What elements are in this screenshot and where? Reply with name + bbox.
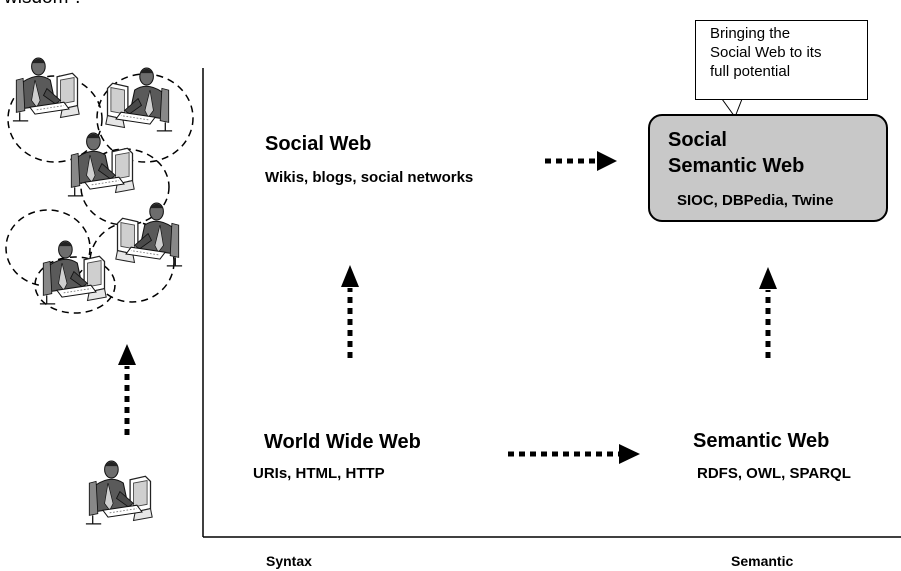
world-wide-web-title: World Wide Web (264, 431, 421, 453)
social-semantic-web-box (648, 114, 888, 222)
callout-line: Bringing the (710, 25, 791, 42)
callout-line: full potential (710, 63, 791, 80)
axis-label-semantic: Semantic (731, 553, 794, 569)
arrow-social-web-to-social-semantic-web (545, 151, 617, 171)
person-at-computer-icon (39, 240, 107, 305)
callout-box: Bringing the Social Web to its full pote… (695, 20, 868, 100)
world-wide-web-subtitle: URIs, HTML, HTTP (253, 465, 385, 482)
axis-label-syntax: Syntax (266, 553, 312, 569)
top-text-fragment: wisdom". (4, 0, 80, 9)
arrow-www-to-social-web (341, 265, 359, 358)
person-at-computer-icon (85, 460, 153, 525)
person-at-computer-icon (115, 202, 183, 267)
social-semantic-web-subtitle: SIOC, DBPedia, Twine (677, 192, 834, 209)
social-semantic-web-title-line2: Semantic Web (668, 155, 805, 177)
arrow-semantic-web-to-social-semantic-web (759, 267, 777, 358)
person-at-computer-icon (67, 132, 135, 197)
social-web-subtitle: Wikis, blogs, social networks (265, 169, 474, 186)
arrow-user-to-community (118, 344, 136, 435)
arrow-www-to-semantic-web (508, 444, 640, 464)
person-at-computer-icon (12, 57, 80, 122)
callout-line: Social Web to its (710, 44, 822, 61)
social-web-title: Social Web (265, 133, 372, 155)
social-semantic-web-title-line1: Social (668, 129, 727, 151)
semantic-web-title: Semantic Web (693, 430, 830, 452)
semantic-web-subtitle: RDFS, OWL, SPARQL (697, 465, 851, 482)
